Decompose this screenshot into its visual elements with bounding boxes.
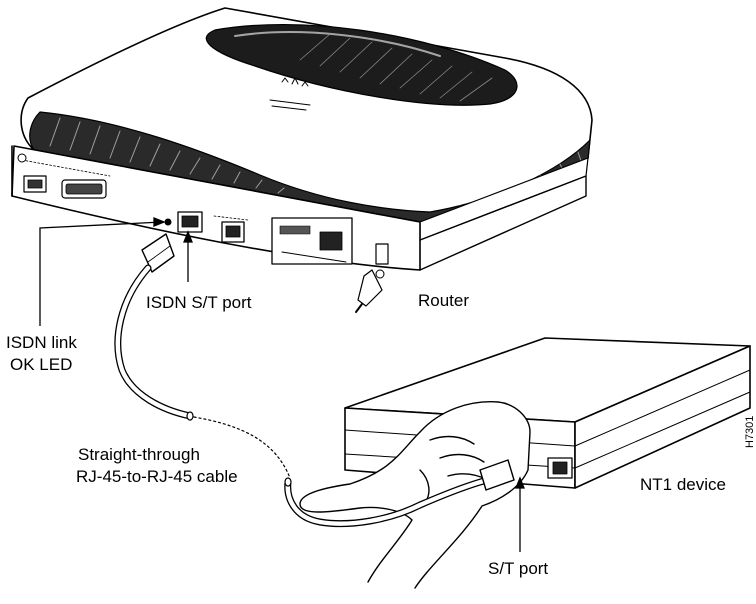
router-label: Router [418,291,469,310]
rj45-cable [114,233,515,528]
callout-lines [39,217,525,552]
nt1-device-label: NT1 device [640,475,726,494]
isdn-link-label-line2: OK LED [10,355,72,374]
power-cord [357,269,383,307]
cable-label-line2: RJ-45-to-RJ-45 cable [76,467,238,486]
st-port-label: S/T port [488,559,548,578]
power-switch [375,243,389,265]
isdn-link-led [164,218,172,226]
isdn-link-led-callout [39,221,163,326]
router-top-oval [205,24,518,106]
figure-code: H7301 [744,416,756,448]
isdn-st-port-label: ISDN S/T port [146,293,252,312]
cable-label-line1: Straight-through [78,445,200,464]
router-illustration [11,7,593,313]
cisco-logo [269,77,311,111]
isdn-link-label-line1: ISDN link [6,333,77,352]
